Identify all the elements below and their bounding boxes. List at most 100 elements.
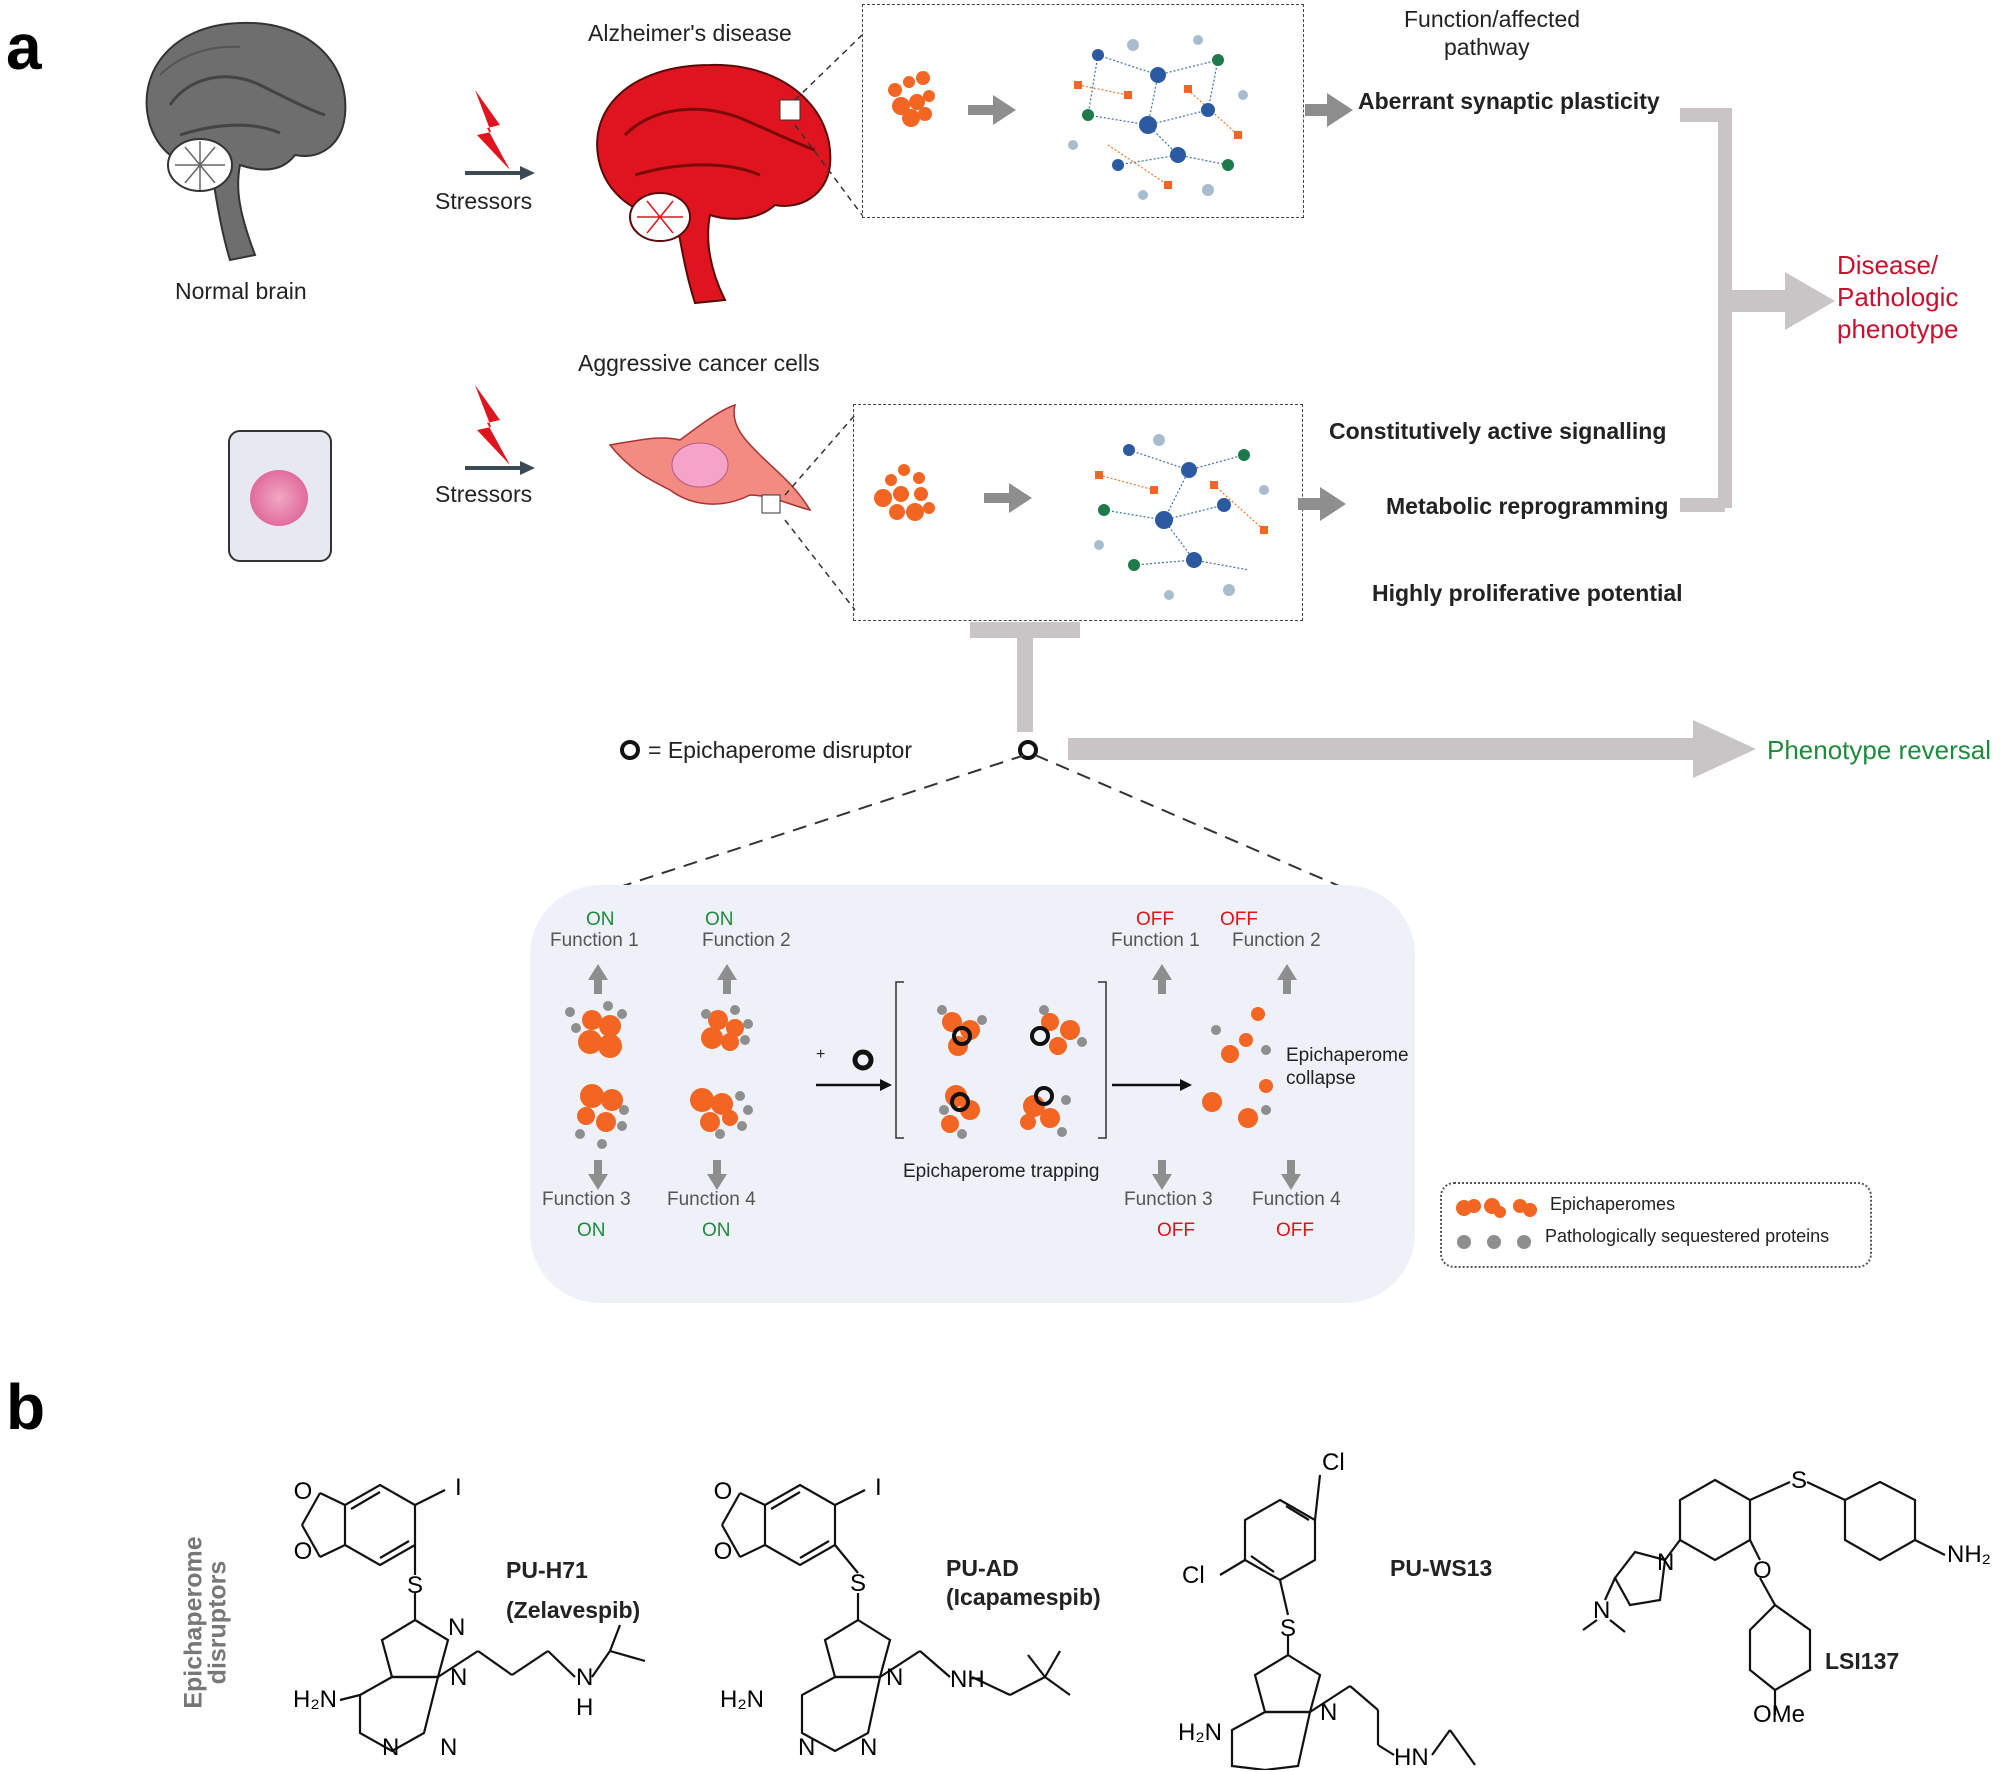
- epichaperome-cluster-icon-2: [874, 464, 935, 521]
- pathway-proliferative: Highly proliferative potential: [1372, 580, 1683, 606]
- disease-label-line2: Pathologic: [1837, 282, 1959, 312]
- atom-n-9: N: [450, 1664, 467, 1691]
- zoom-lines-top: [794, 34, 863, 216]
- atom-h2n: H₂N: [293, 1686, 337, 1713]
- epichaperome-legend-icon: [1456, 1198, 1537, 1218]
- structure-pu-ws13: Cl Cl S N HN H₂N: [1180, 1449, 1476, 1770]
- atom-n: N: [448, 1614, 465, 1641]
- inset-function2-left: Function 2: [702, 930, 791, 951]
- atom-hn: HN: [1394, 1744, 1429, 1770]
- atom-ome: OMe: [1753, 1701, 1805, 1728]
- inset-function1-left: Function 1: [550, 930, 639, 951]
- cancer-cell-illustration: [608, 403, 812, 514]
- disruptor-ring-center-icon: [1018, 740, 1038, 760]
- inset-off-1: OFF: [1136, 909, 1174, 930]
- pathway-synaptic: Aberrant synaptic plasticity: [1358, 88, 1660, 114]
- inset-legend: Epichaperomes Pathologically sequestered…: [1440, 1182, 1872, 1268]
- normal-brain-illustration: [145, 21, 347, 262]
- legend-sequestered: Pathologically sequestered proteins: [1545, 1226, 1830, 1246]
- inset-function4-left: Function 4: [667, 1189, 756, 1210]
- atom-h-amine: H: [576, 1694, 593, 1721]
- sequestered-legend-icon: [1457, 1235, 1531, 1249]
- stressor-bolt-icon-2: [465, 385, 535, 475]
- inset-function1-right: Function 1: [1111, 930, 1200, 951]
- inset-collapse-line1: Epichaperome: [1286, 1045, 1409, 1066]
- inset-function3-right: Function 3: [1124, 1189, 1213, 1210]
- inset-off-3: OFF: [1157, 1220, 1195, 1241]
- arrow-to-pathway-bottom: [1298, 487, 1346, 521]
- atom-h2n-2: H₂N: [720, 1686, 764, 1713]
- alzheimers-network-box: [862, 4, 1304, 218]
- atom-s: S: [407, 1572, 423, 1599]
- inset-function4-right: Function 4: [1252, 1189, 1341, 1210]
- alzheimers-brain-illustration: [596, 63, 832, 305]
- side-label-line2: disruptors: [203, 1560, 232, 1685]
- inset-function2-right: Function 2: [1232, 930, 1321, 951]
- compound-1-name-2: (Zelavespib): [506, 1597, 641, 1623]
- panel-letter-a: a: [6, 11, 42, 83]
- atom-n-9b: N: [886, 1664, 903, 1691]
- phenotype-reversal-label: Phenotype reversal: [1767, 735, 1992, 765]
- inset-on-2: ON: [705, 909, 734, 930]
- inset-on-1: ON: [586, 909, 615, 930]
- epichaperome-cluster-icon: [888, 71, 935, 127]
- compound-3-name: PU-WS13: [1390, 1555, 1493, 1581]
- function-header-line1: Function/affected: [1404, 6, 1581, 32]
- atom-cl-2: Cl: [1182, 1562, 1205, 1589]
- stressors-label-2: Stressors: [435, 481, 533, 507]
- protein-network-top: [1068, 35, 1248, 200]
- disease-bracket: [1680, 108, 1835, 512]
- inset-on-3: ON: [577, 1220, 606, 1241]
- structure-pu-ad: O O I S N NH H₂N N N: [714, 1474, 1071, 1761]
- atom-n-py2: N: [440, 1734, 457, 1761]
- stressor-bolt-icon: [465, 90, 535, 180]
- atom-o-4: O: [714, 1538, 733, 1565]
- inset-function3-left: Function 3: [542, 1189, 631, 1210]
- cancer-cells-label: Aggressive cancer cells: [578, 350, 820, 376]
- atom-n-dimethyl: N: [1593, 1597, 1610, 1624]
- inhibition-bar: [970, 622, 1080, 732]
- arrow-to-pathway-top: [1305, 93, 1353, 127]
- panel-letter-b: b: [6, 1371, 46, 1443]
- compound-4-name: LSI137: [1825, 1648, 1900, 1674]
- inset-plus: +: [816, 1046, 826, 1063]
- disease-label-line3: phenotype: [1837, 314, 1959, 344]
- inset-off-2: OFF: [1220, 909, 1258, 930]
- structure-lsi137: S NH₂ O N N OMe: [1582, 1467, 1991, 1728]
- atom-n-pyr: N: [1657, 1549, 1674, 1576]
- atom-s-3: S: [1280, 1615, 1296, 1642]
- compound-2-name-2: (Icapamespib): [946, 1584, 1101, 1610]
- inset-on-4: ON: [702, 1220, 731, 1241]
- atom-n-amine: N: [576, 1664, 593, 1691]
- atom-n-py4: N: [860, 1734, 877, 1761]
- compound-1-name: PU-H71: [506, 1557, 588, 1583]
- stressors-label-1: Stressors: [435, 188, 533, 214]
- atom-h2n-3: H₂N: [1180, 1719, 1222, 1746]
- pathway-metabolic: Metabolic reprogramming: [1386, 493, 1669, 519]
- disruptor-legend-label: = Epichaperome disruptor: [648, 737, 913, 763]
- atom-nh: NH: [950, 1666, 985, 1693]
- atom-i: I: [455, 1474, 462, 1501]
- structure-pu-h71: O O I S N N N H H₂N N N: [293, 1474, 646, 1761]
- protein-network-bottom: [1094, 434, 1269, 600]
- compound-2-name: PU-AD: [946, 1555, 1019, 1581]
- inset-collapse-line2: collapse: [1286, 1068, 1356, 1089]
- transition-arrow-bottom: [984, 483, 1032, 513]
- mechanism-inset: [530, 885, 1415, 1303]
- atom-i-2: I: [875, 1474, 882, 1501]
- atom-n-py3: N: [798, 1734, 815, 1761]
- atom-n-py1: N: [382, 1734, 399, 1761]
- atom-s-4: S: [1791, 1467, 1807, 1494]
- atom-s-2: S: [850, 1570, 866, 1597]
- atom-o-3: O: [714, 1478, 733, 1505]
- pathway-signalling: Constitutively active signalling: [1329, 418, 1667, 444]
- normal-brain-label: Normal brain: [175, 278, 307, 304]
- atom-nh2: NH₂: [1947, 1541, 1991, 1568]
- atom-o-5: O: [1753, 1557, 1772, 1584]
- inset-mechanism-graphics: [565, 964, 1301, 1190]
- inset-off-4: OFF: [1276, 1220, 1314, 1241]
- disruptor-ring-icon: [620, 740, 640, 760]
- transition-arrow-top: [968, 95, 1016, 125]
- atom-o-1: O: [294, 1478, 313, 1505]
- inset-trapping-label: Epichaperome trapping: [903, 1161, 1100, 1182]
